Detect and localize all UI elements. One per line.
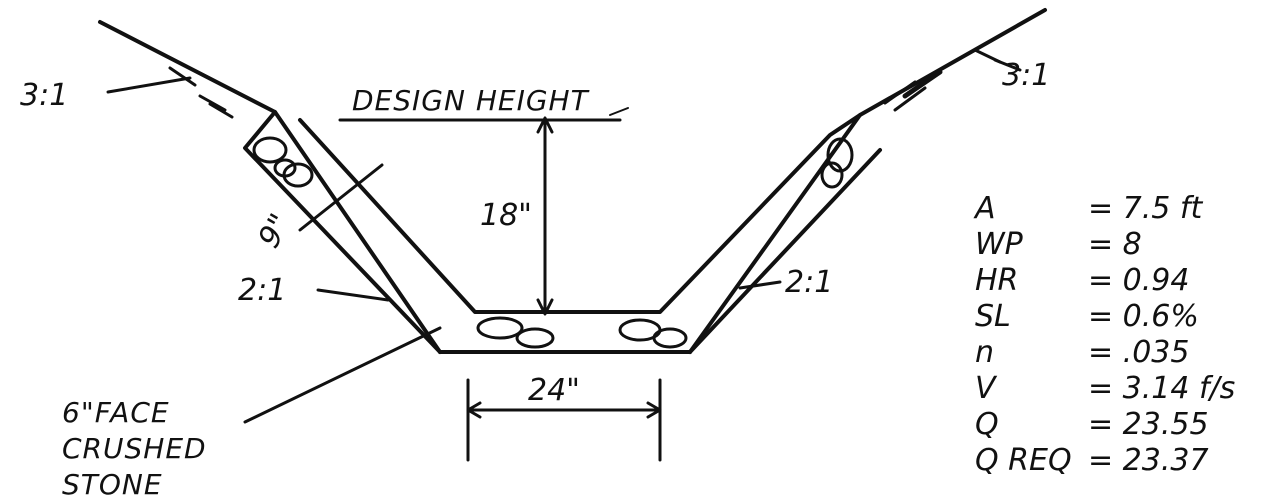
channel-lining [243, 110, 882, 354]
stone-hatching [252, 136, 854, 349]
label-material-line3: STONE [62, 468, 163, 501]
label-bottom-width: 24" [528, 373, 580, 408]
hyd-value: = 7.5 ft [1088, 191, 1203, 226]
label-slope-upper-left: 3:1 [20, 78, 68, 113]
hyd-value: = 3.14 f/s [1088, 371, 1235, 406]
hyd-symbol: Q [975, 407, 999, 442]
hyd-value: = 0.94 [1088, 263, 1189, 298]
bottom-width-dimension [466, 378, 662, 462]
label-slope-upper-right: 3:1 [1002, 58, 1050, 93]
hyd-value: = 23.55 [1088, 407, 1209, 442]
hyd-value: = 23.37 [1088, 443, 1209, 478]
hydraulics-table: A = 7.5 ft WP = 8 HR = 0.94 SL = 0.6% n … [973, 191, 1235, 478]
hyd-symbol: A [973, 191, 996, 226]
label-material-line1: 6"FACE [62, 396, 170, 429]
hyd-symbol: WP [975, 227, 1024, 262]
label-slope-lower-left: 2:1 [238, 273, 286, 308]
label-depth: 18" [480, 198, 532, 233]
hyd-symbol: V [975, 371, 998, 406]
leader-lines [106, 58, 1022, 424]
hyd-symbol: SL [975, 299, 1011, 334]
hyd-symbol: Q REQ [975, 443, 1072, 478]
hyd-value: = 8 [1088, 227, 1142, 262]
hyd-symbol: HR [975, 263, 1018, 298]
design-height-dimension [338, 107, 629, 316]
thickness-dimension-line [298, 163, 384, 232]
label-slope-lower-right: 2:1 [785, 265, 833, 300]
hyd-symbol: n [975, 335, 994, 370]
hyd-value: = 0.6% [1088, 299, 1199, 334]
label-material-line2: CRUSHED [62, 432, 207, 465]
label-design-height: DESIGN HEIGHT [352, 84, 590, 117]
hyd-value: = .035 [1088, 335, 1189, 370]
label-lining-thickness: 9" [252, 208, 299, 254]
